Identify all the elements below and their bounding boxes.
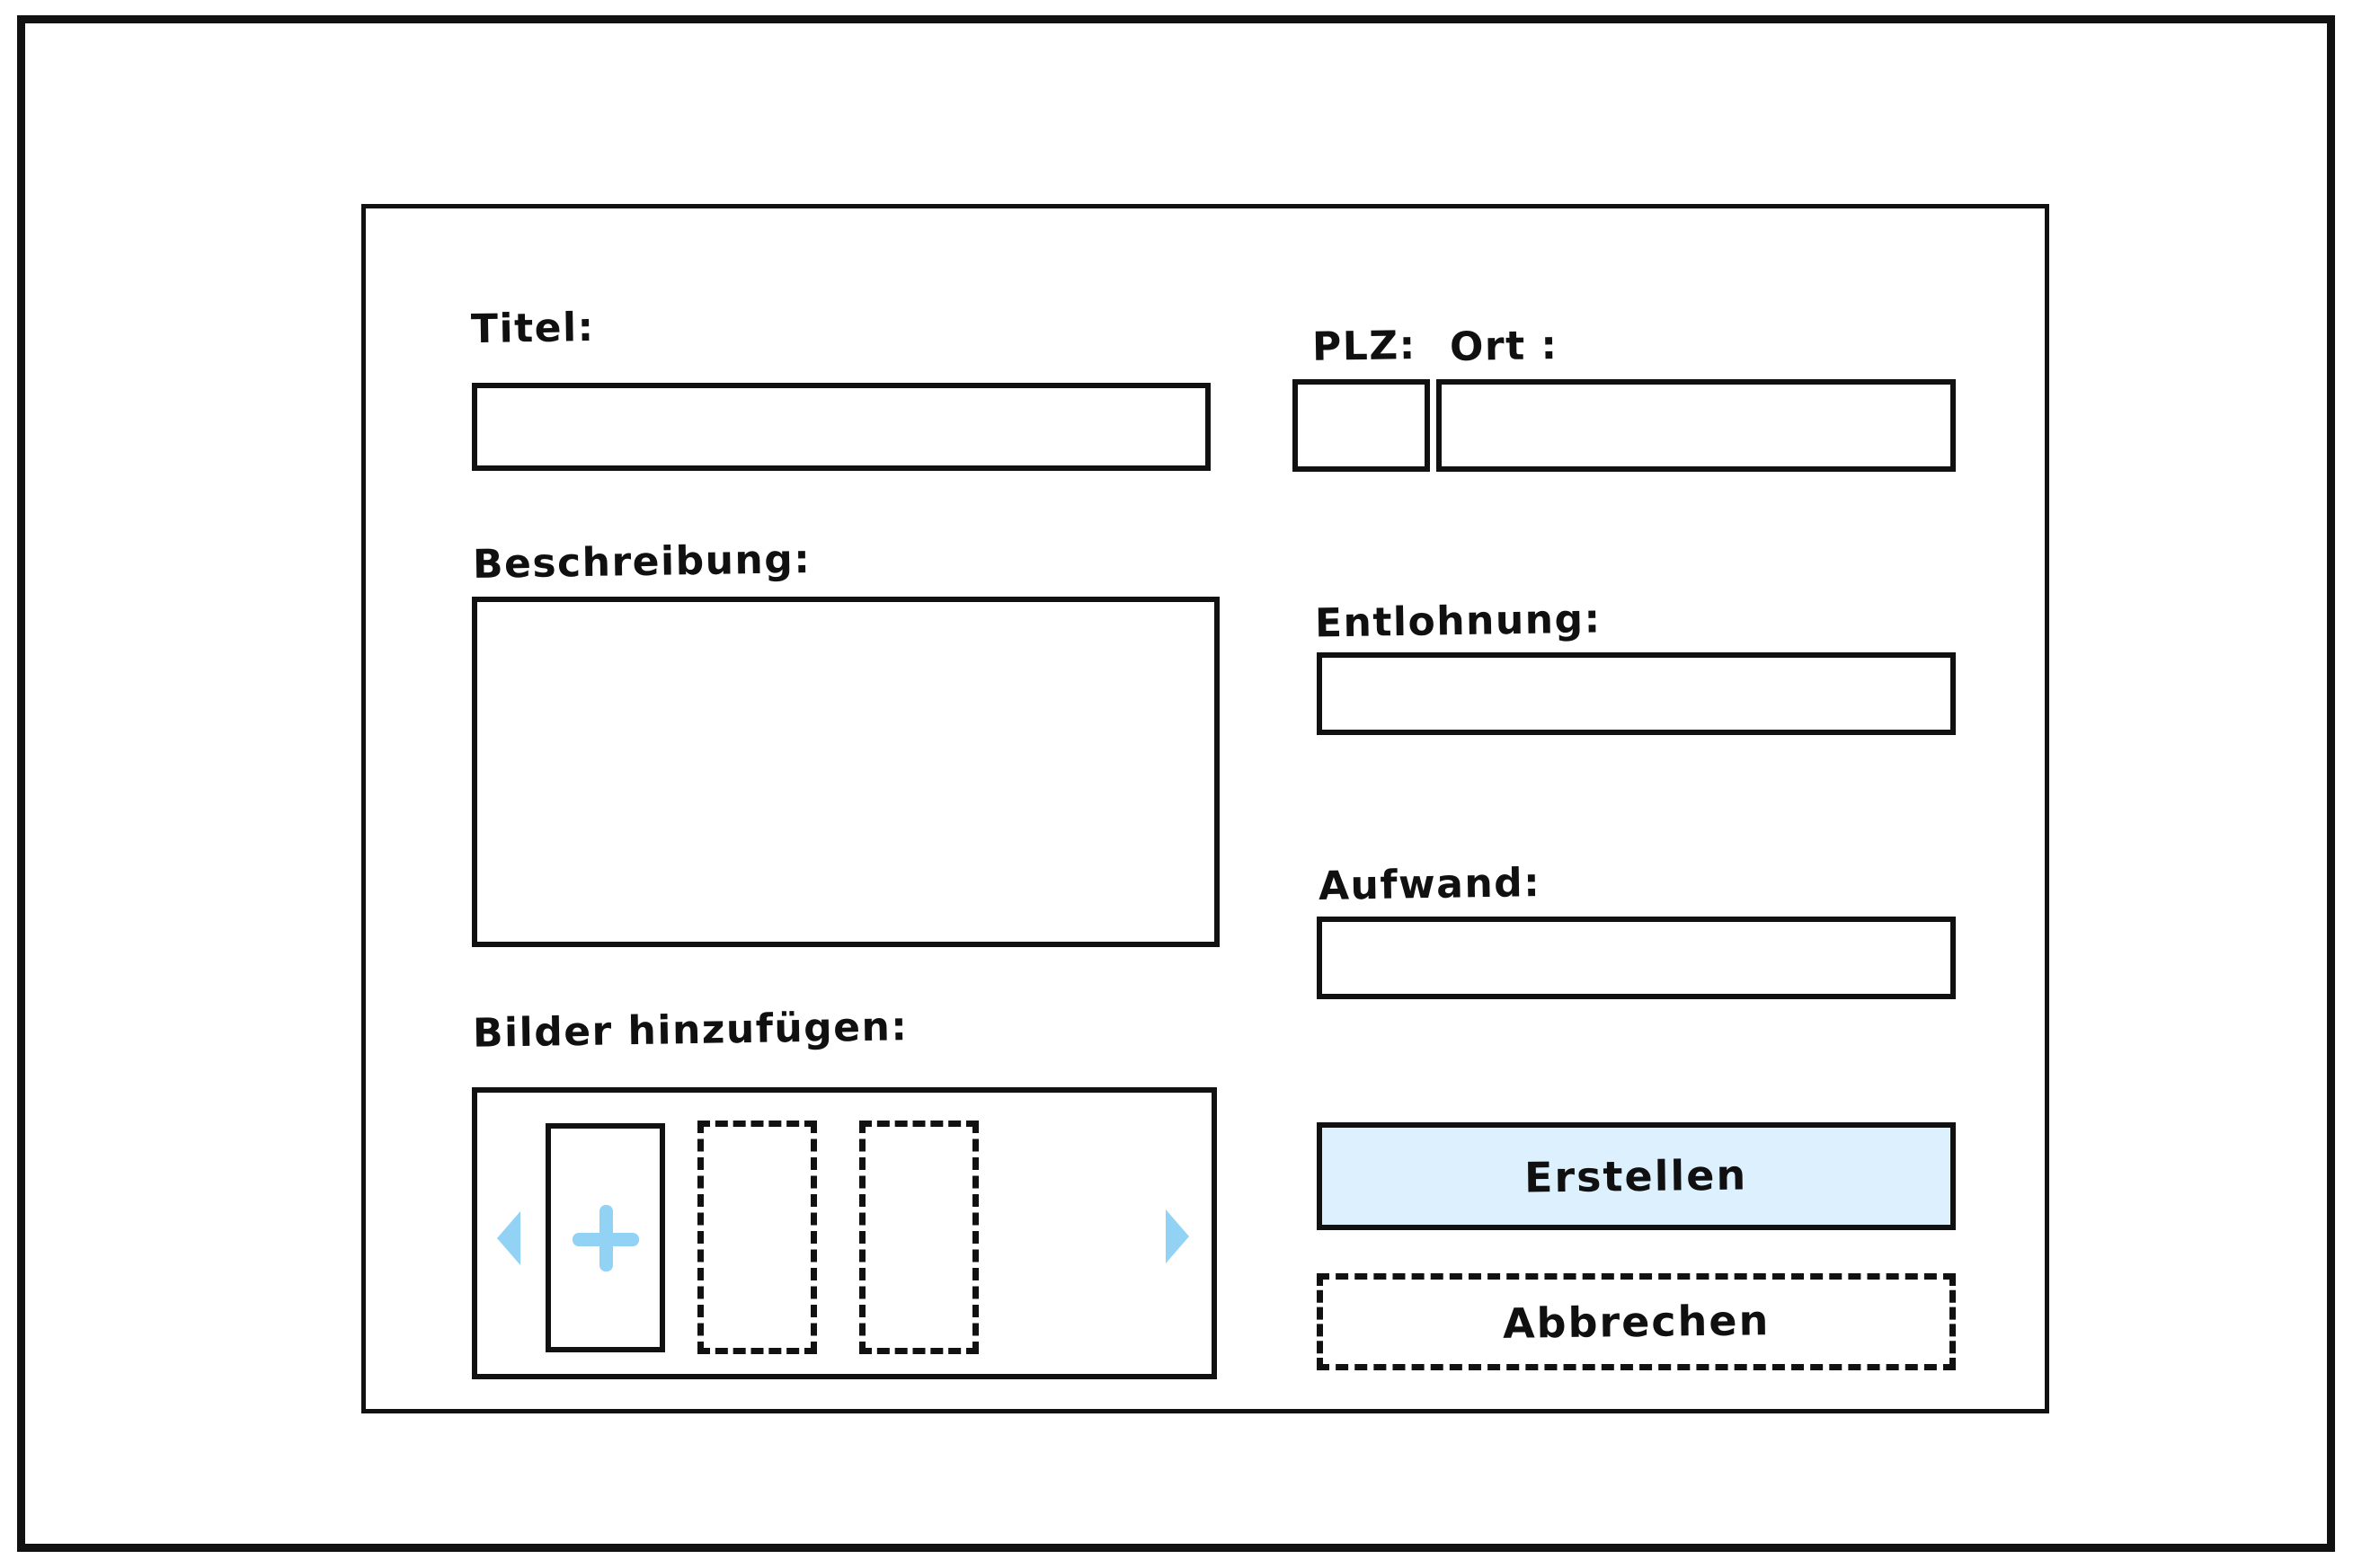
chevron-right-icon[interactable] xyxy=(1166,1209,1189,1263)
create-listing-dialog: Titel: Beschreibung: Bilder hinzufügen: … xyxy=(361,204,2049,1413)
city-field-label: Ort : xyxy=(1449,323,1558,370)
images-field-label: Bilder hinzufügen: xyxy=(472,1004,909,1057)
device-frame: Titel: Beschreibung: Bilder hinzufügen: … xyxy=(17,15,2335,1552)
submit-button-label: Erstellen xyxy=(1524,1150,1748,1202)
cancel-button[interactable]: Abbrechen xyxy=(1317,1273,1956,1370)
postcode-field-label: PLZ: xyxy=(1311,323,1417,370)
submit-button[interactable]: Erstellen xyxy=(1317,1122,1956,1230)
plus-icon xyxy=(572,1204,639,1271)
image-placeholder-slot-1[interactable] xyxy=(697,1121,817,1354)
title-input[interactable] xyxy=(472,383,1211,471)
description-textarea[interactable] xyxy=(472,597,1220,947)
title-field-label: Titel: xyxy=(470,304,596,353)
payment-field-label: Entlohnung: xyxy=(1314,596,1603,647)
payment-input[interactable] xyxy=(1317,652,1956,735)
image-add-slot[interactable] xyxy=(546,1123,665,1352)
city-input[interactable] xyxy=(1436,379,1956,472)
effort-input[interactable] xyxy=(1317,917,1956,999)
effort-field-label: Aufwand: xyxy=(1318,860,1541,909)
cancel-button-label: Abbrechen xyxy=(1502,1296,1771,1348)
image-carousel xyxy=(472,1087,1217,1379)
chevron-left-icon[interactable] xyxy=(497,1211,520,1265)
image-placeholder-slot-2[interactable] xyxy=(859,1121,979,1354)
description-field-label: Beschreibung: xyxy=(472,536,812,588)
postcode-input[interactable] xyxy=(1292,379,1430,472)
